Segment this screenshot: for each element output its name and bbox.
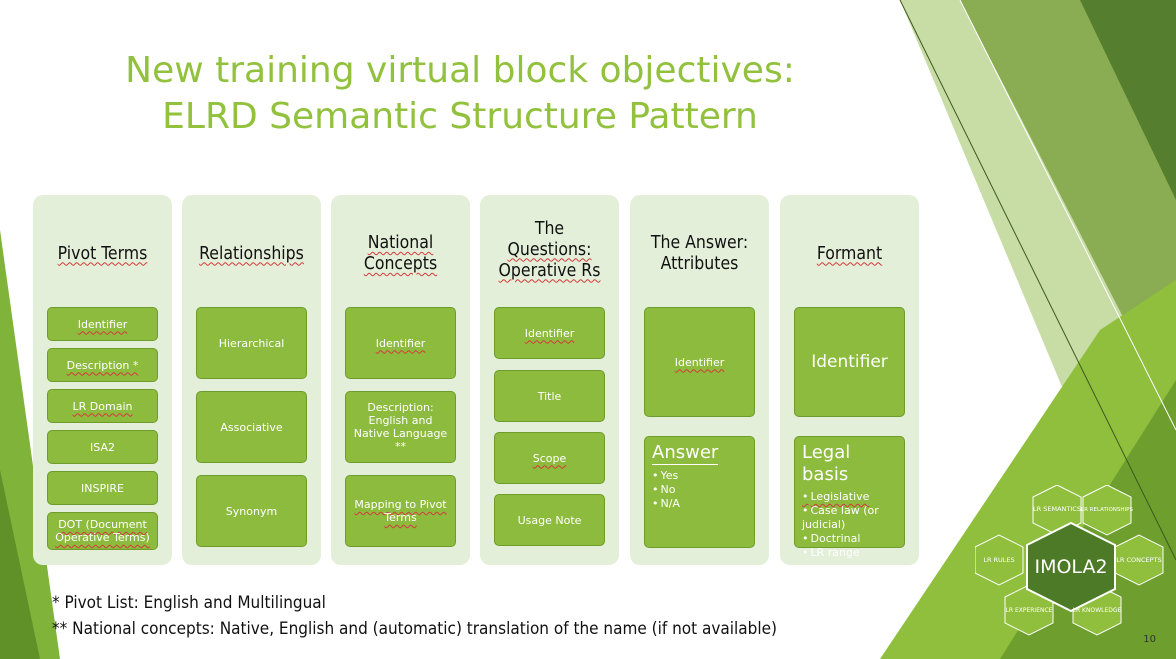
- column-heading: The Questions: Operative Rs: [498, 218, 601, 281]
- item-box: Identifier: [794, 307, 905, 417]
- column-pivot-terms: Pivot Terms Identifier Description * LR …: [33, 195, 172, 565]
- svg-text:IMOLA2: IMOLA2: [1034, 556, 1107, 578]
- column-formant: Formant Identifier Legal basis Legislati…: [780, 195, 919, 565]
- svg-text:LR RULES: LR RULES: [983, 556, 1014, 564]
- title-line-1: New training virtual block objectives:: [125, 50, 795, 91]
- svg-text:LR SEMANTICS: LR SEMANTICS: [1033, 505, 1081, 513]
- item-box: Synonym: [196, 475, 307, 547]
- item-box: Identifier: [345, 307, 456, 379]
- legal-basis-box: Legal basis Legislative Case law (or jud…: [794, 436, 905, 559]
- answer-box: Answer Yes No N/A: [644, 436, 755, 548]
- column-relationships: Relationships Hierarchical Associative S…: [182, 195, 321, 565]
- item-box: Hierarchical: [196, 307, 307, 379]
- column-heading: Formant: [816, 243, 883, 264]
- item-box: INSPIRE: [47, 471, 158, 505]
- column-answer: The Answer: Attributes Identifier Answer…: [630, 195, 769, 565]
- svg-text:LR KNOWLEDGE: LR KNOWLEDGE: [1073, 607, 1122, 614]
- item-box: Usage Note: [494, 494, 605, 546]
- column-heading: Relationships: [199, 243, 304, 264]
- legal-basis-options: Legislative Case law (or judicial) Doctr…: [802, 490, 897, 560]
- svg-text:LR EXPERIENCE: LR EXPERIENCE: [1006, 607, 1053, 614]
- item-box: Associative: [196, 391, 307, 463]
- item-box: Identifier: [644, 307, 755, 417]
- answer-options: Yes No N/A: [652, 469, 747, 511]
- item-box: Description *: [47, 348, 158, 382]
- item-box: Mapping to Pivot Terms: [345, 475, 456, 547]
- svg-text:LR RELATIONSHIPS: LR RELATIONSHIPS: [1081, 507, 1133, 513]
- imola2-logo: LR SEMANTICS LR RELATIONSHIPS LR CONCEPT…: [975, 485, 1164, 636]
- item-box: DOT (Document Operative Terms): [47, 512, 158, 550]
- column-questions: The Questions: Operative Rs Identifier T…: [480, 195, 619, 565]
- column-heading: Pivot Terms: [57, 243, 148, 264]
- item-box: ISA2: [47, 430, 158, 464]
- item-box: Description: English and Native Language…: [345, 391, 456, 463]
- item-box: Identifier: [47, 307, 158, 341]
- svg-text:LR CONCEPTS: LR CONCEPTS: [1116, 556, 1161, 564]
- item-box: Scope: [494, 432, 605, 484]
- slide-title: New training virtual block objectives: E…: [60, 48, 860, 140]
- item-box: Identifier: [494, 307, 605, 359]
- footnote-1: * Pivot List: English and Multilingual: [52, 593, 326, 613]
- item-box: LR Domain: [47, 389, 158, 423]
- page-number: 10: [1143, 634, 1156, 645]
- column-heading: National Concepts: [363, 233, 438, 274]
- footnotes: * Pivot List: English and Multilingual *…: [52, 590, 777, 642]
- column-heading: The Answer: Attributes: [650, 233, 749, 274]
- footnote-2: ** National concepts: Native, English an…: [52, 619, 777, 639]
- column-national-concepts: National Concepts Identifier Description…: [331, 195, 470, 565]
- item-box: Title: [494, 370, 605, 422]
- title-line-2: ELRD Semantic Structure Pattern: [162, 96, 758, 137]
